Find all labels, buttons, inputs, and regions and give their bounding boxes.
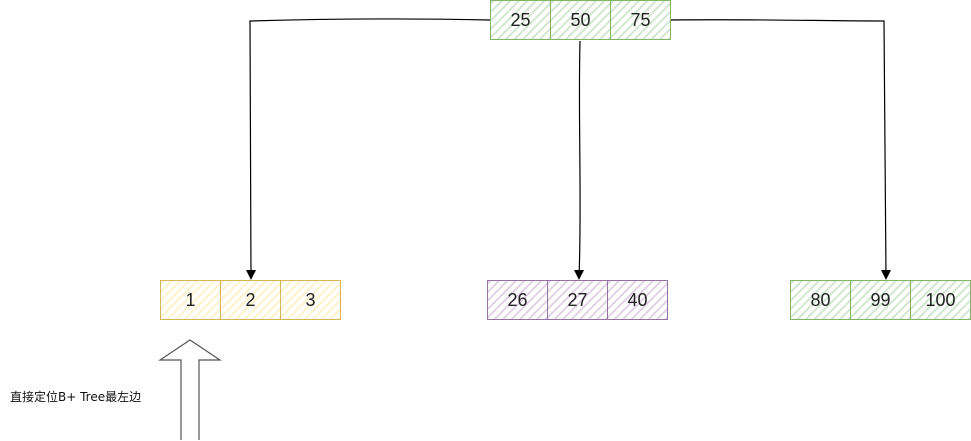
leaf-key: 80 [790,280,851,320]
up-arrow-icon [158,339,222,440]
root-node: 25 50 75 [490,0,671,40]
leaf-key: 40 [607,280,668,320]
leaf-node-1: 1 2 3 [160,280,341,320]
root-key: 50 [550,0,611,40]
leaf-key: 3 [280,280,341,320]
edge-arrowhead [246,270,256,280]
edge-root-to-leaf-1 [249,18,491,279]
edge-root-to-leaf-3 [669,19,887,279]
leaf-node-2: 26 27 40 [487,280,668,320]
leaf-key: 2 [220,280,281,320]
edge-root-to-leaf-2 [578,40,581,279]
edge-arrowhead [574,270,584,280]
annotation-label: 直接定位B+ Tree最左边 [10,390,142,404]
leaf-key: 26 [487,280,548,320]
leaf-node-3: 80 99 100 [790,280,971,320]
leaf-key: 27 [547,280,608,320]
root-key: 25 [490,0,551,40]
leaf-key: 99 [850,280,911,320]
leaf-key: 100 [910,280,971,320]
edge-arrowhead [881,270,891,280]
leaf-key: 1 [160,280,221,320]
root-key: 75 [610,0,671,40]
